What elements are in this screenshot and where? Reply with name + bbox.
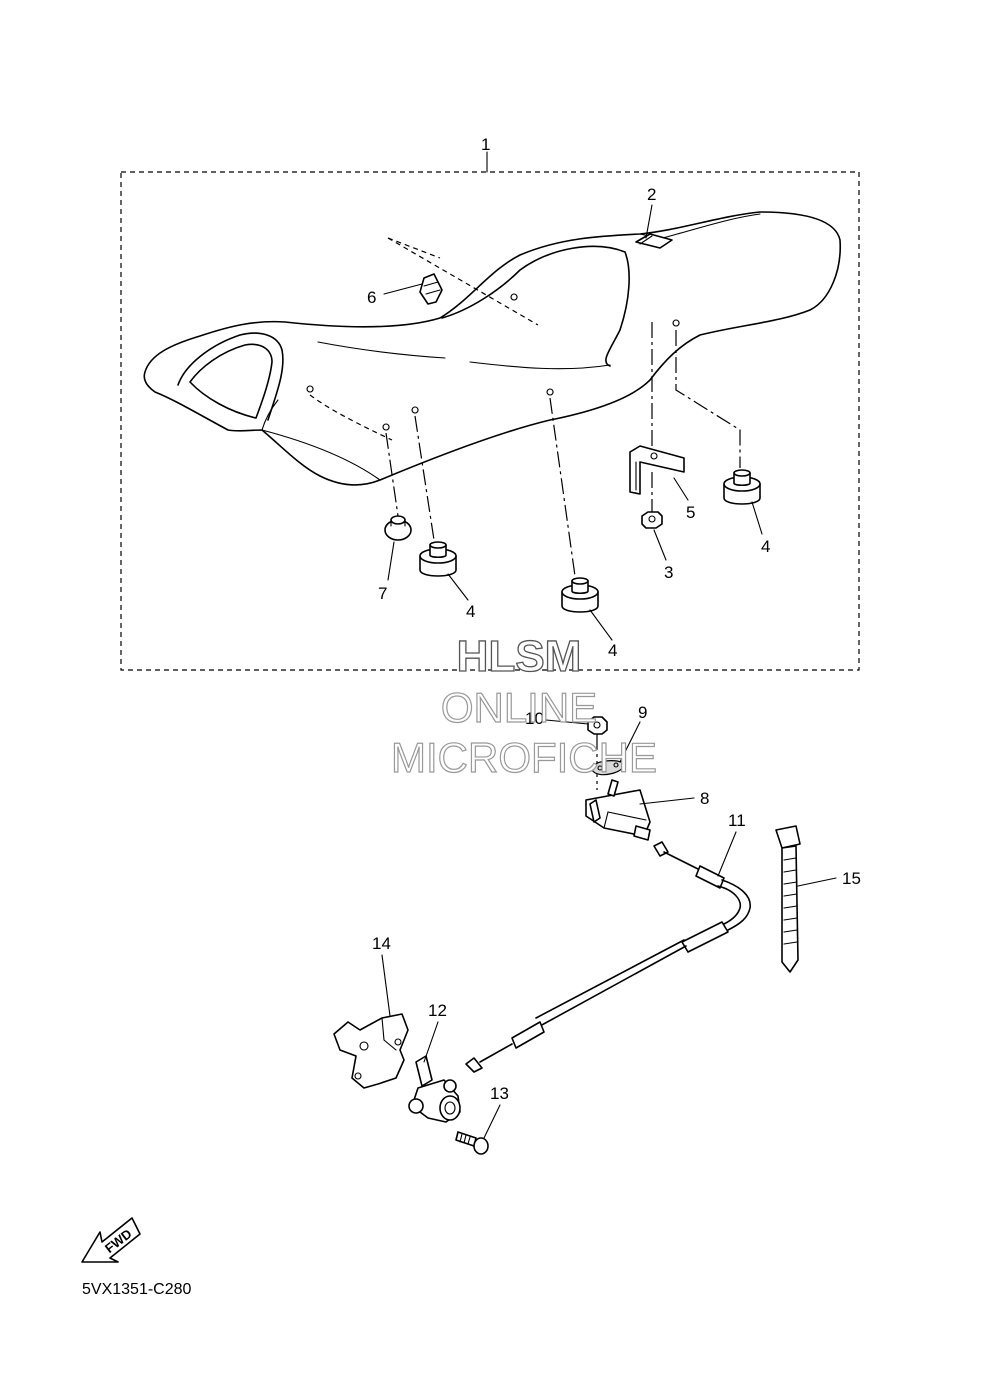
label-4-right: 4	[761, 537, 770, 556]
damper-c	[723, 469, 761, 505]
watermark-line-2: ONLINE	[441, 684, 597, 731]
seat	[143, 211, 841, 486]
label-8: 8	[700, 789, 709, 808]
label-1: 1	[481, 135, 490, 154]
seat-bracket	[629, 445, 685, 495]
bolt	[455, 1131, 489, 1155]
seat-kit-boundary	[120, 151, 860, 671]
watermark-line-3: MICROFICHE	[391, 734, 657, 781]
lock-cylinder	[408, 1055, 461, 1123]
lock-nut	[587, 716, 608, 790]
damper-a	[419, 541, 457, 577]
part-numbers: 1 2 6 5 3 4 7 4 4 10 9 8 11 15 14 12 13	[367, 135, 861, 1103]
seat-strap	[635, 233, 673, 249]
fwd-arrow-icon: FWD	[81, 1217, 141, 1263]
label-11: 11	[728, 811, 746, 830]
label-4-low: 4	[608, 641, 617, 660]
label-5: 5	[686, 503, 695, 522]
label-10: 10	[525, 709, 544, 728]
watermark-line-1: HLSM	[457, 632, 582, 681]
label-4-mid: 4	[466, 602, 475, 621]
cable-tie	[775, 825, 801, 973]
watermark: HLSM ONLINE MICROFICHE	[390, 631, 657, 781]
label-12: 12	[428, 1001, 447, 1020]
diagram-code: 5VX1351-C280	[82, 1281, 192, 1298]
lock-bracket	[333, 1013, 409, 1089]
cover-plate	[591, 760, 625, 776]
damper-b	[561, 577, 599, 613]
seat-lock-cable	[465, 841, 751, 1073]
label-2: 2	[647, 185, 656, 204]
label-9: 9	[638, 703, 647, 722]
label-6: 6	[367, 288, 376, 307]
label-13: 13	[490, 1084, 509, 1103]
label-leaders	[381, 204, 837, 1139]
label-3: 3	[664, 563, 673, 582]
label-14: 14	[372, 934, 391, 953]
label-15: 15	[842, 869, 861, 888]
seat-plug	[419, 273, 443, 305]
small-damper	[384, 515, 412, 541]
mounting-leaders	[309, 322, 741, 577]
seat-lock	[585, 779, 651, 841]
label-7: 7	[378, 584, 387, 603]
nut	[641, 511, 663, 529]
